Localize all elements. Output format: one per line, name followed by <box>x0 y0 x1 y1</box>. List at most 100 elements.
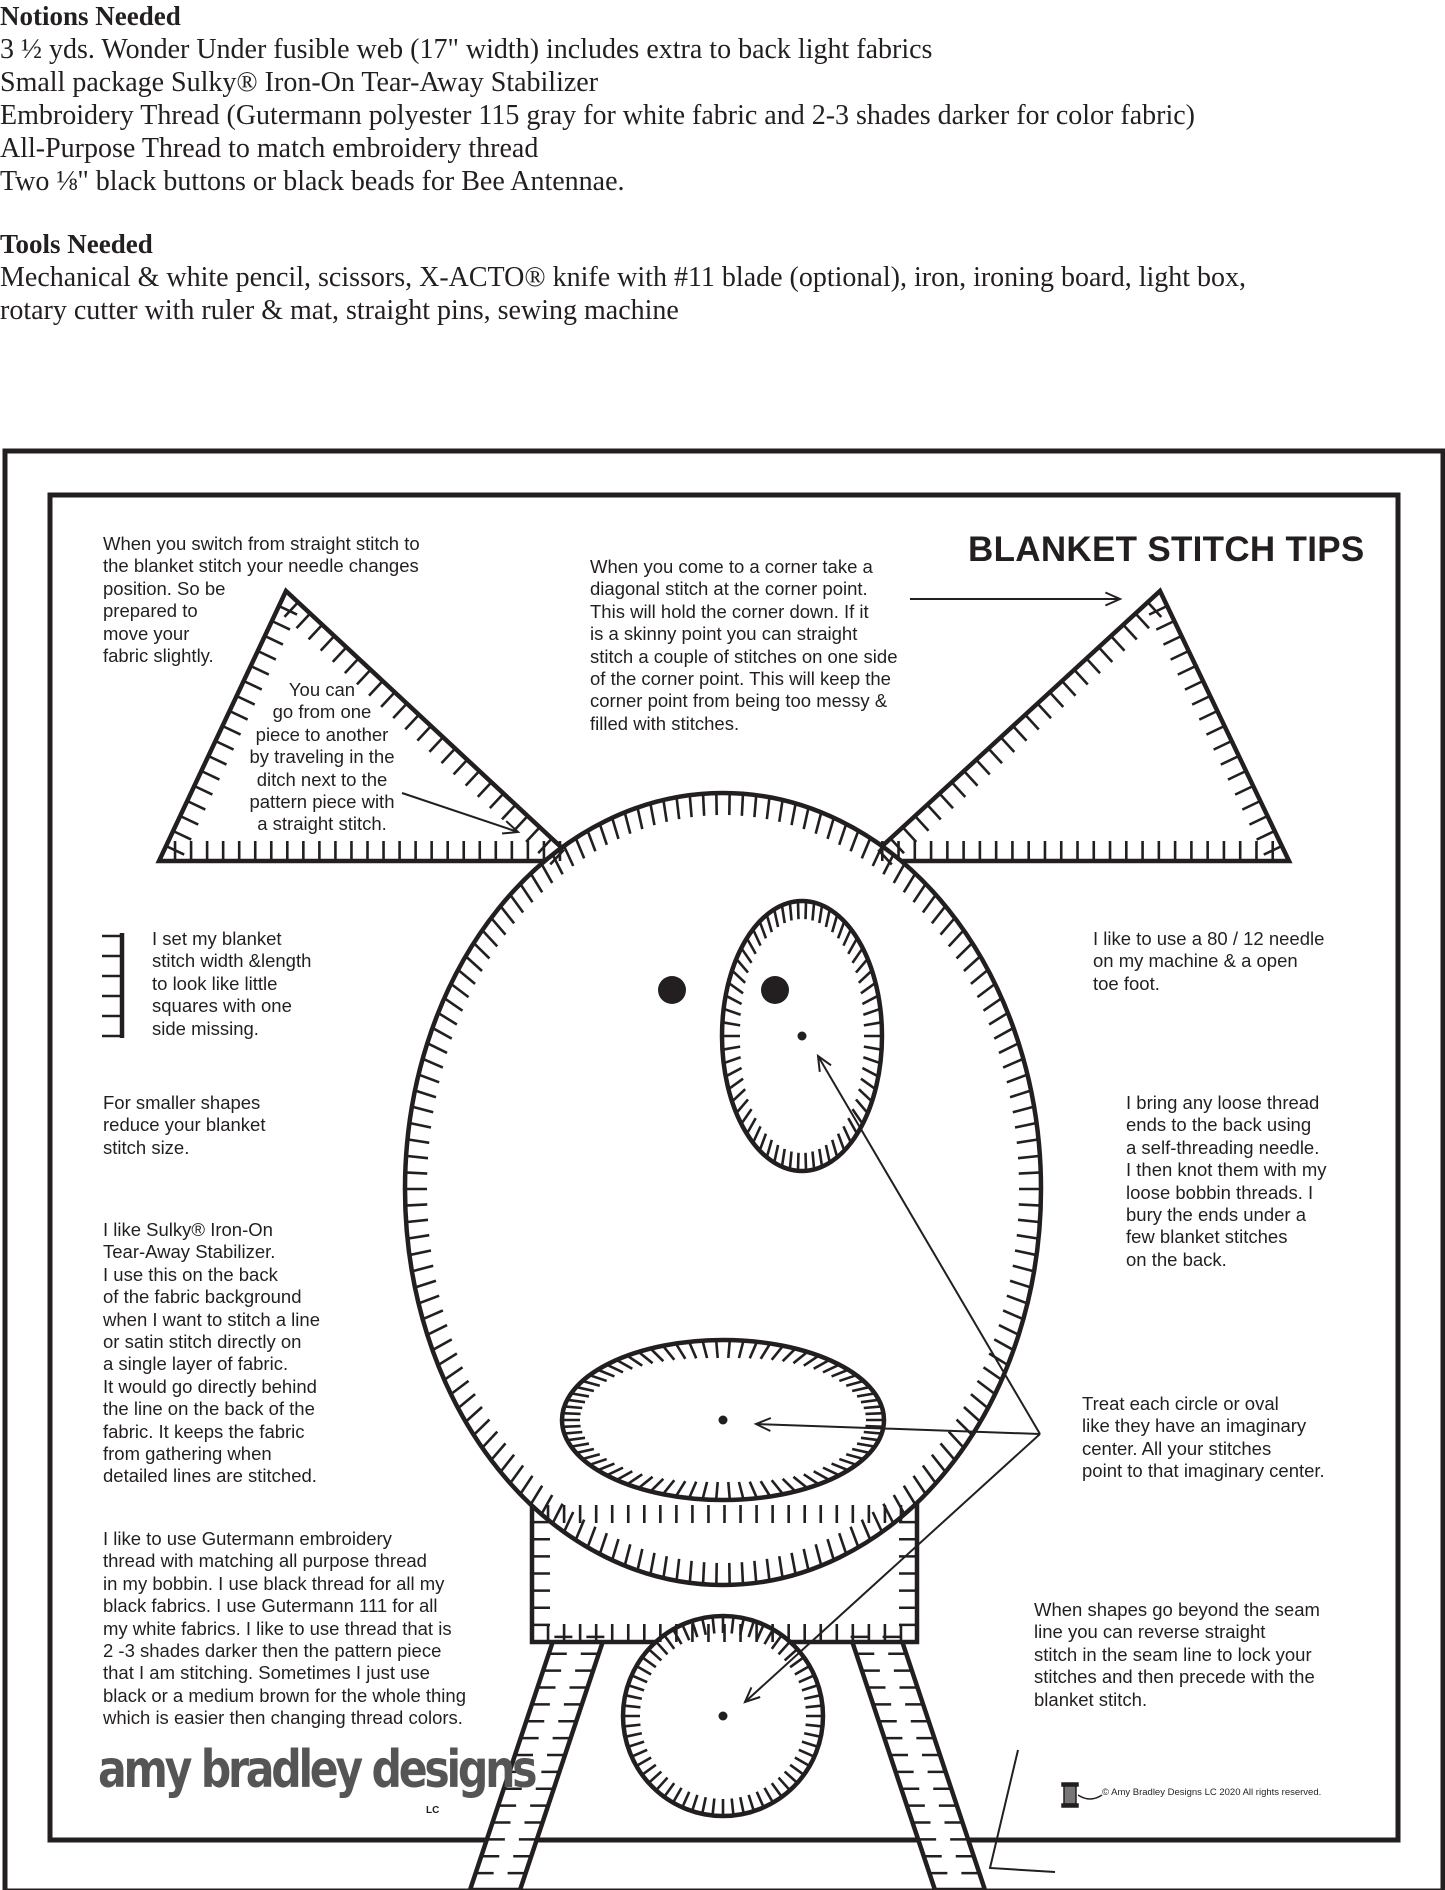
tip-line: I set my blanket <box>152 928 282 949</box>
mouth-stitch <box>597 1368 615 1378</box>
mouth-stitch <box>674 1342 687 1360</box>
cheek-stitch <box>862 1007 881 1016</box>
wing-stitch <box>264 634 284 646</box>
cheek-stitch <box>818 905 824 924</box>
cheek-stitch <box>851 947 864 964</box>
tip-line: fabric slightly. <box>103 645 214 667</box>
cheek-stitch <box>765 1139 774 1158</box>
circle-stitch <box>794 1756 811 1768</box>
tip-line: You can <box>288 679 356 700</box>
body-stitch <box>529 872 544 894</box>
wing-stitch <box>356 668 372 686</box>
blanket-stitch-diagram <box>2 448 1445 1890</box>
wing-stitch <box>513 815 529 832</box>
tip-loose-threads: I bring any loose thread ends to the bac… <box>1126 1092 1327 1271</box>
diagram-title: BLANKET STITCH TIPS <box>968 530 1365 569</box>
wing-stitch <box>1227 769 1247 781</box>
tip-line: that I am stitching. Sometimes I just us… <box>103 1662 430 1684</box>
body-stitch <box>860 1519 872 1541</box>
body-stitch <box>418 1073 440 1084</box>
cheek-stitch <box>758 1133 768 1152</box>
body-stitch <box>826 1538 836 1561</box>
body-stitch <box>443 1366 464 1381</box>
cheek-stitch <box>735 1098 749 1114</box>
body-stitch <box>519 1475 534 1495</box>
body-stitch <box>902 872 917 894</box>
wing-stitch <box>1134 612 1150 630</box>
wing-stitch <box>257 649 277 661</box>
mouth-stitch <box>838 1457 857 1467</box>
mouth-center-arrow-head <box>753 1417 772 1432</box>
cheek-stitch <box>735 958 749 974</box>
cheek-stitch <box>861 1066 879 1078</box>
tip-line: diagonal stitch at the corner point. <box>590 578 868 600</box>
body-stitch <box>490 917 507 936</box>
tip-line: stitch a couple of stitches on one side <box>590 645 898 667</box>
mouth-stitch <box>727 1339 732 1359</box>
cheek-stitch <box>731 969 747 984</box>
wing-stitch <box>193 784 213 796</box>
body-stitch <box>598 1532 609 1555</box>
tip-travel-ditch: You can go from one piece to another by … <box>232 679 412 836</box>
cheek-stitch <box>857 1088 873 1103</box>
body-stitch <box>912 883 927 903</box>
pointer-arrows <box>401 591 1123 1873</box>
circle-stitch <box>671 1787 683 1804</box>
tip-line: go from one <box>272 701 372 723</box>
tip-line: like they have an imaginary <box>1082 1415 1307 1437</box>
wing-stitch <box>319 635 336 652</box>
cheek-stitch <box>842 928 853 947</box>
body-stitch <box>457 1393 476 1410</box>
tip-line: loose bobbin threads. I <box>1126 1181 1314 1203</box>
body-stitch <box>457 968 476 985</box>
mouth-stitch <box>822 1363 840 1374</box>
cheek-stitch <box>745 937 757 955</box>
tip-line: ends to the back using <box>1126 1114 1312 1136</box>
body-stitch <box>1018 1203 1041 1207</box>
body-stitch <box>422 1309 444 1321</box>
tip-line: move your <box>103 622 190 644</box>
tip-line: I then knot them with my <box>1126 1159 1327 1181</box>
body-stitch <box>988 1352 1009 1367</box>
wing-stitch <box>368 680 384 697</box>
wing-stitch <box>1012 725 1028 742</box>
body-stitch <box>777 1556 784 1579</box>
wing-stitch <box>1241 799 1261 811</box>
body-stitch <box>437 1011 458 1026</box>
mouth-stitch <box>714 1481 719 1501</box>
mouth-stitch <box>759 1342 772 1360</box>
tip-line: I like Sulky® Iron-On <box>103 1219 273 1240</box>
mouth-stitch <box>813 1470 831 1482</box>
mouth-stitch <box>564 1405 583 1410</box>
circle-stitch <box>730 1798 735 1816</box>
tip-line: when I want to stitch a line <box>103 1308 320 1330</box>
tip-line: prepared to <box>103 600 198 622</box>
circle-stitch <box>623 1723 641 1728</box>
logo-suffix: LC <box>426 1805 440 1816</box>
mouth-stitch <box>803 1354 820 1367</box>
mouth-stitch <box>582 1452 601 1461</box>
circle-stitch <box>681 1791 691 1808</box>
tip-line: stitches and then precede with the <box>1034 1666 1315 1688</box>
mouth-stitch <box>589 1373 608 1383</box>
body-stitch <box>405 1218 429 1224</box>
circle-stitch <box>647 1770 663 1784</box>
wing-stitch <box>1234 784 1254 796</box>
body-stitch <box>422 1057 444 1069</box>
wing-stitch <box>1170 649 1190 661</box>
cheek-stitch <box>860 1077 877 1091</box>
tip-line: line you can reverse straight <box>1034 1621 1266 1643</box>
wing-stitch <box>200 769 220 781</box>
body-stitch <box>982 1366 1003 1381</box>
tools-section: Tools Needed Mechanical & white pencil, … <box>0 228 1445 327</box>
body-stitch <box>892 863 906 884</box>
cheek-stitch <box>725 994 743 1006</box>
body-stitch <box>1009 1279 1032 1289</box>
mouth-stitch <box>838 1373 857 1383</box>
wing-stitch <box>975 758 991 776</box>
cheek-stitch <box>796 901 800 920</box>
wing-stitch <box>1155 619 1175 631</box>
notions-heading: Notions Needed <box>0 1 181 31</box>
body-stitch <box>1012 1105 1035 1114</box>
thread-spool-icon <box>1061 1782 1103 1808</box>
